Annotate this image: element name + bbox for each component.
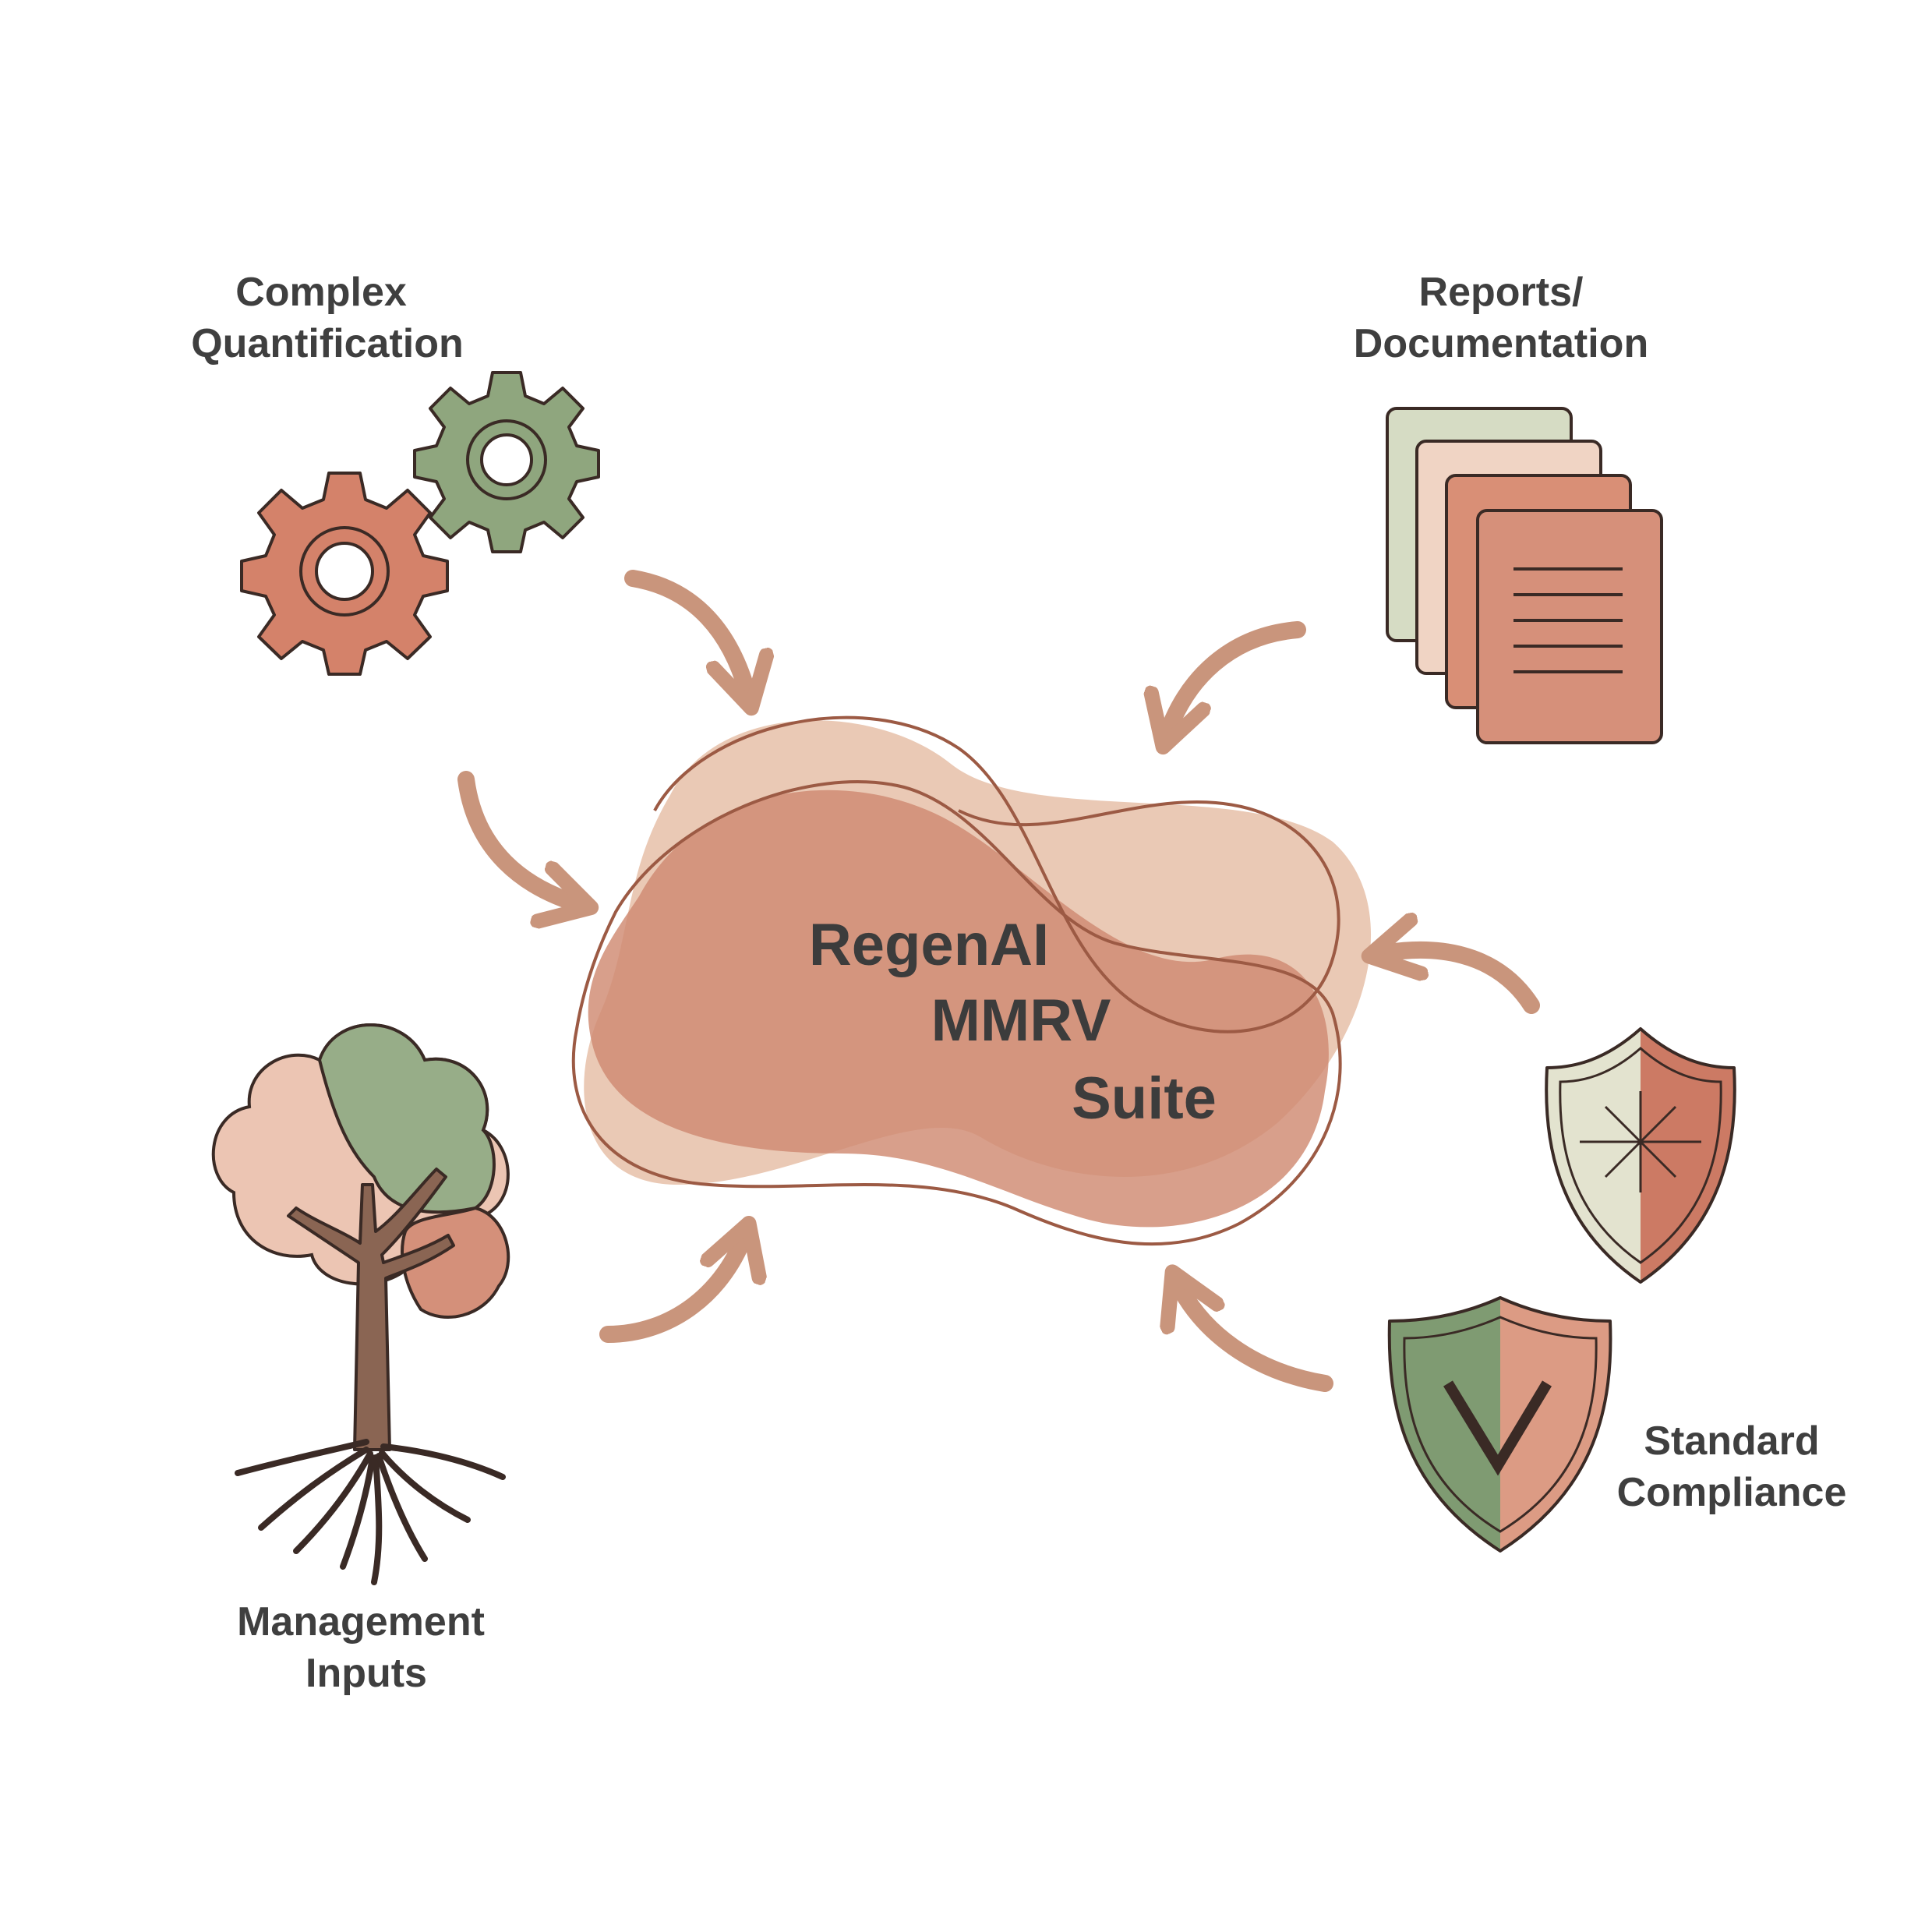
management-inputs-label: Management Inputs xyxy=(237,1599,485,1696)
complex-quantification-label: Complex Quantification xyxy=(191,270,464,366)
hub-title-line3: Suite xyxy=(1072,1065,1217,1132)
document-sheet-4 xyxy=(1476,509,1663,744)
hub-blob-front xyxy=(588,790,1329,1228)
shield-asterisk-icon xyxy=(1545,1027,1736,1284)
tree-roots xyxy=(235,1439,506,1585)
management-inputs-line2: Inputs xyxy=(306,1651,427,1696)
tree-canopy xyxy=(211,1023,510,1319)
reports-documentation-label: Reports/ Documentation xyxy=(1354,270,1648,366)
arrow-tree-to-hub xyxy=(599,1230,747,1343)
shields-icon xyxy=(1387,1027,1736,1553)
tree-trunk xyxy=(287,1168,455,1451)
management-inputs-line1: Management xyxy=(237,1599,485,1645)
standard-compliance-label: Standard Compliance xyxy=(1617,1418,1847,1515)
hub-title-line2: MMRV xyxy=(931,987,1111,1054)
complex-quantification-line1: Complex xyxy=(235,270,407,315)
central-hub: RegenAI MMRV Suite xyxy=(571,715,1372,1246)
gears-icon xyxy=(240,371,600,676)
checkmark-v-icon xyxy=(1443,1380,1552,1476)
hub-outline-1 xyxy=(653,715,1340,1033)
arrow-left-to-hub xyxy=(457,771,585,906)
hub-title-line1: RegenAI xyxy=(809,912,1049,978)
arrow-shield2-to-hub xyxy=(1175,1278,1333,1392)
standard-compliance-line2: Compliance xyxy=(1617,1470,1847,1515)
arrows xyxy=(457,570,1540,1392)
asterisk-icon xyxy=(1580,1091,1701,1192)
reports-documentation-line1: Reports/ xyxy=(1419,270,1584,315)
documents-stack-icon xyxy=(1386,407,1663,744)
hub-outline-2 xyxy=(571,780,1342,1246)
complex-quantification-line2: Quantification xyxy=(191,321,464,366)
gear-terracotta-icon xyxy=(240,472,449,676)
arrow-shield1-to-hub xyxy=(1376,950,1540,1014)
gear-green-icon xyxy=(413,371,600,553)
document-text-lines xyxy=(1513,567,1623,673)
standard-compliance-line1: Standard xyxy=(1644,1418,1819,1464)
arrow-gears-to-hub xyxy=(624,570,750,701)
arrow-docs-to-hub xyxy=(1165,621,1306,740)
tree-with-roots-icon xyxy=(211,1023,510,1585)
reports-documentation-line2: Documentation xyxy=(1354,321,1648,366)
shield-v-icon xyxy=(1387,1296,1612,1553)
